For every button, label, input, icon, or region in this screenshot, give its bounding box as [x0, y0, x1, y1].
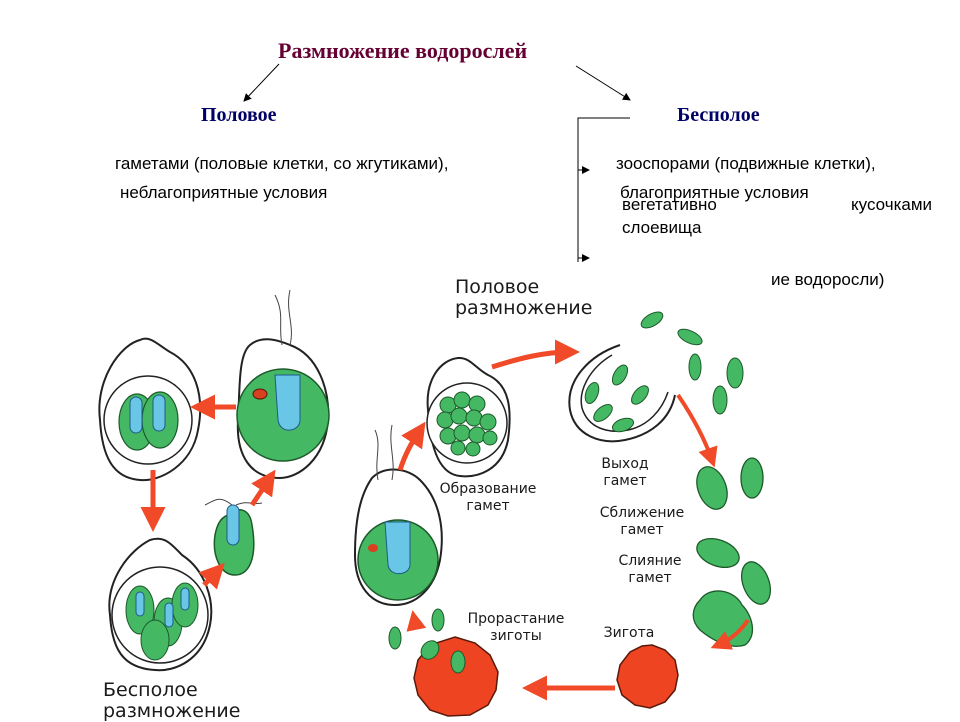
sexual-cell-gamete-release: [568, 311, 744, 443]
sexual-cell-mature: [353, 424, 443, 607]
asexual-description-line1: зооспорами (подвижные клетки),: [616, 154, 876, 173]
arrow-sexual-2: [676, 393, 718, 468]
stage-label-line: зиготы: [490, 628, 542, 644]
arrow-sexual-6: [397, 421, 426, 471]
figure-asexual-heading-line1: Бесполое: [103, 679, 198, 701]
arrow-sexual-3: [710, 618, 750, 650]
sexual-germinated-zoospores: [388, 608, 466, 674]
figure-asexual-heading: Бесполое размножение: [103, 680, 240, 722]
asexual-cell-mature: [236, 289, 330, 480]
stage-label-gamete-approach: Сближение гамет: [592, 505, 692, 539]
figure-sexual-heading: Половое размножение: [455, 277, 592, 319]
slide-title: Размножение водорослей: [278, 38, 528, 63]
arrow-asexual-3: [198, 562, 225, 590]
stage-label-line: Образование: [439, 481, 537, 497]
asexual-description-line2: благоприятные условия: [620, 183, 809, 202]
stage-label-line: Зигота: [603, 625, 655, 641]
arrow-to-sexual: [243, 63, 280, 102]
sexual-description-line1: гаметами (половые клетки, со жгутиками),: [115, 154, 449, 173]
scheme-connectors: [243, 63, 631, 262]
stage-label-line: гамет: [628, 570, 672, 586]
stage-label-zygote: Зигота: [596, 625, 662, 642]
asexual-cell-zoosporangium: [108, 537, 213, 672]
stage-label-line: гамет: [466, 498, 510, 514]
stage-label-line: гамет: [620, 522, 664, 538]
sexual-branch-label: Половое: [201, 104, 277, 126]
stage-label-line: Сближение: [599, 505, 685, 521]
figure-asexual-heading-line2: размножение: [103, 700, 241, 722]
stage-label-gamete-fusion: Слияние гамет: [610, 553, 690, 587]
arrow-sexual-1: [491, 339, 580, 370]
stage-label-zygote-germination: Прорастание зиготы: [460, 611, 572, 645]
stage-label-line: Слияние: [618, 553, 682, 569]
stage-label-gamete-release: Выход гамет: [590, 456, 660, 490]
sexual-cell-gamete-formation: [426, 356, 511, 478]
sexual-zygote: [616, 644, 679, 709]
arrow-asexual-4: [249, 469, 276, 507]
arrow-sexual-5: [406, 610, 427, 632]
figure-sexual-heading-line2: размножение: [455, 297, 593, 319]
asexual-pieces-word: кусочками: [851, 195, 933, 214]
asexual-bracket: [577, 117, 630, 262]
sexual-description-line2: неблагоприятные условия: [120, 183, 328, 202]
stage-label-line: Прорастание: [467, 611, 565, 627]
figure-sexual-heading-line1: Половое: [455, 276, 540, 298]
stage-label-line: гамет: [603, 473, 647, 489]
sexual-gametes-approach: [692, 457, 771, 647]
asexual-partial-line: ие водоросли): [771, 270, 885, 289]
asexual-branch-label: Бесполое: [677, 104, 760, 126]
asexual-thallus-word: слоевища: [622, 218, 702, 237]
stage-label-line: Выход: [601, 456, 649, 472]
asexual-vegetative-word: вегетативно: [622, 195, 717, 214]
arrow-to-asexual: [575, 65, 631, 101]
stage-label-gamete-formation: Образование гамет: [426, 481, 550, 515]
asexual-free-zoospore: [204, 498, 263, 576]
asexual-cell-dividing: [98, 337, 202, 482]
